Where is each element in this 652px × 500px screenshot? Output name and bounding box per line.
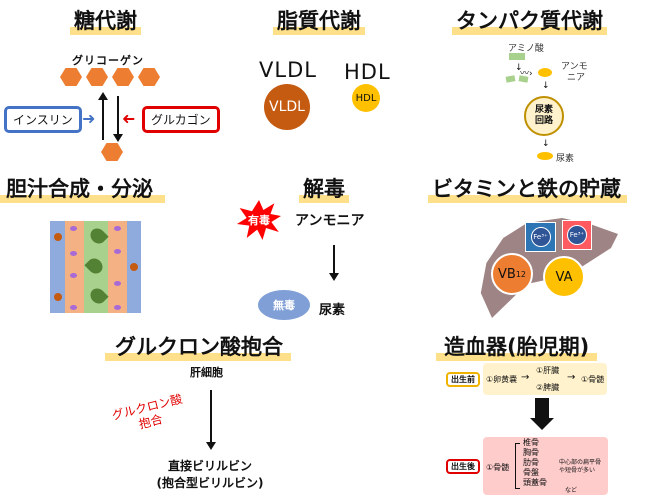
- glycogen-unit-1: [60, 68, 82, 86]
- amino-acid-label: アミノ酸: [508, 44, 544, 54]
- glycogen-unit-4: [138, 68, 160, 86]
- fe-label-1: Fe³⁺: [533, 233, 548, 241]
- before-birth-badge: 出生前: [446, 372, 480, 387]
- amino-acid-block: [509, 53, 525, 60]
- glycogen-label: グリコーゲン: [72, 54, 144, 67]
- down-arrow-icon-glucuronide: [206, 390, 216, 450]
- glucagon-box: グルカゴン: [142, 106, 220, 133]
- big-down-arrow-icon: [535, 398, 549, 418]
- glucose-metabolism-title: 糖代謝: [70, 8, 141, 35]
- bile-diagram: [50, 221, 141, 313]
- direct-bilirubin-label: 直接ビリルビン (抱合型ビリルビン): [156, 459, 264, 490]
- after-birth-panel: ①骨髄 椎骨 胸骨 肋骨 骨盤 頭蓋骨 中心部の扁平骨や短骨が多い など: [483, 437, 608, 495]
- amino-fragment-2: [518, 75, 529, 83]
- small-down-arrow-icon-2: ↓: [542, 81, 550, 91]
- glucuronidation-title: グルクロン酸抱合: [105, 334, 291, 361]
- nontoxic-badge-label: 無毒: [273, 299, 295, 312]
- bilirubin-dot-2: [130, 263, 138, 271]
- after-birth-badge: 出生後: [446, 459, 480, 474]
- fe-box-red: Fe³⁺: [562, 220, 592, 250]
- urea-cycle-circle: 尿素 回路: [524, 96, 564, 136]
- down-arrow-icon-detox: [329, 245, 339, 281]
- small-down-arrow-icon: ↓: [515, 63, 523, 73]
- insulin-box: インスリン: [4, 106, 82, 133]
- bilirubin-dot-1: [54, 233, 62, 241]
- before-birth-panel: ①卵黄嚢 → ①肝臓 ②脾臓 → ①骨髄: [483, 363, 607, 395]
- vitamin-iron-storage-title: ビタミンと鉄の貯蔵: [428, 176, 627, 203]
- nontoxic-badge: 無毒: [258, 290, 310, 320]
- amino-fragment-1: [505, 75, 516, 83]
- toxic-burst: 有毒: [237, 200, 281, 240]
- glucuronidation-process-label: グルクロン酸 抱合: [110, 391, 184, 432]
- lipid-metabolism-title: 脂質代謝: [273, 8, 365, 35]
- vldl-circle: VLDL: [264, 84, 310, 130]
- ammonia-blob: [538, 68, 552, 77]
- vldl-label: VLDL: [259, 58, 317, 82]
- hepatocyte-label: 肝細胞: [190, 366, 223, 379]
- big-down-arrow-head: [530, 418, 554, 430]
- down-arrow-icon: [113, 96, 123, 142]
- protein-metabolism-title: タンパク質代謝: [452, 8, 607, 35]
- glucagon-label: グルカゴン: [151, 113, 211, 127]
- urea-label: 尿素: [556, 154, 575, 164]
- glucose-unit: [101, 143, 123, 161]
- fe-box-blue: Fe³⁺: [525, 222, 556, 252]
- arrow-right-icon: →: [521, 372, 530, 383]
- insulin-label: インスリン: [13, 113, 73, 127]
- up-arrow-icon: [98, 92, 108, 140]
- hdl-label: HDL: [344, 60, 391, 84]
- urea-blob: [537, 152, 553, 160]
- detoxification-title: 解毒: [299, 176, 349, 203]
- vldl-circle-label: VLDL: [269, 99, 305, 115]
- bone-bracket: [515, 443, 520, 489]
- ammonia-label: アンモ ニア: [561, 62, 588, 83]
- bone-note: 中心部の扁平骨や短骨が多い: [559, 459, 602, 474]
- glycogen-unit-2: [86, 68, 108, 86]
- insulin-arrow-icon: ➜: [82, 109, 96, 128]
- hdl-circle: HDL: [352, 84, 380, 112]
- urea-text: 尿素: [319, 303, 346, 318]
- arrow-right-icon-2: →: [567, 372, 576, 383]
- bone-list: 椎骨 胸骨 肋骨 骨盤 頭蓋骨: [523, 438, 547, 487]
- ammonia-text: アンモニア: [295, 213, 365, 229]
- etc-label: など: [565, 487, 578, 494]
- hematopoietic-organ-title: 造血器(胎児期): [436, 334, 598, 361]
- va-circle: VA: [543, 256, 585, 298]
- bilirubin-dot-3: [54, 293, 62, 301]
- fe-label-2: Fe³⁺: [569, 231, 585, 239]
- wavy-arrow-icon: 〰›: [520, 69, 533, 79]
- hdl-circle-label: HDL: [355, 92, 377, 104]
- glucagon-arrow-icon: ➜: [122, 109, 136, 128]
- toxic-badge-label: 有毒: [248, 214, 270, 227]
- bile-synthesis-title: 胆汁合成・分泌: [0, 176, 165, 203]
- small-down-arrow-icon-3: ↓: [542, 139, 550, 149]
- glycogen-unit-3: [112, 68, 134, 86]
